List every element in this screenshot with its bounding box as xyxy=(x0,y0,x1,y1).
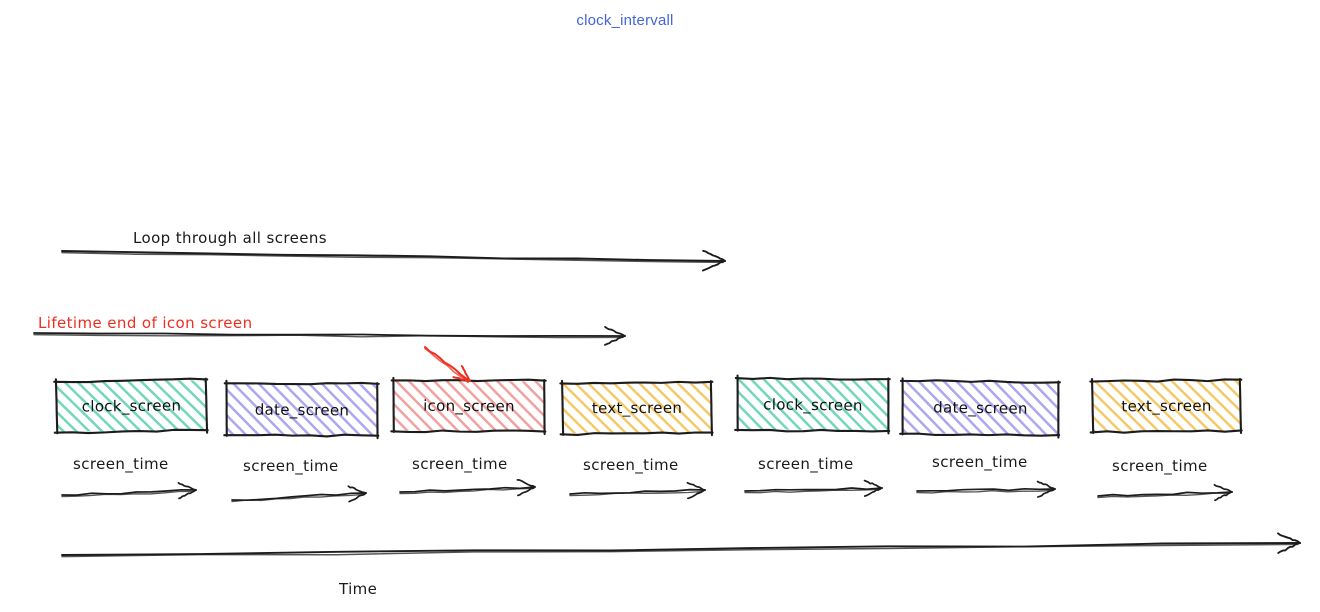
screen-box-edge-bottom xyxy=(223,433,380,438)
screen-box-label: clock_screen xyxy=(81,396,182,416)
screen-box-edge-bottom xyxy=(899,432,1061,437)
screen-time-label-6: screen_time xyxy=(1112,457,1208,475)
time-axis-arrow xyxy=(61,532,1301,558)
screen-box-edge-top xyxy=(559,380,714,385)
screen-box-label: text_screen xyxy=(1121,396,1212,416)
screen-box-edge-left xyxy=(392,376,395,434)
screen-box-edge-top xyxy=(899,379,1061,384)
loop-arrow xyxy=(61,249,726,272)
screen-box-date_screen-1[interactable] xyxy=(223,379,380,440)
screen-time-arrow-1 xyxy=(231,485,367,503)
screen-box-edge-right xyxy=(543,378,546,436)
time-axis-label: Time xyxy=(339,580,378,598)
screen-time-label-2: screen_time xyxy=(412,455,508,473)
screen-box-edge-bottom xyxy=(559,431,714,436)
screen-time-arrow-4 xyxy=(744,479,883,497)
screen-box-fill xyxy=(226,383,378,436)
screen-box-label-wrap-0: clock_screen xyxy=(57,380,207,432)
screen-box-fill xyxy=(562,382,712,434)
screen-box-edge-left xyxy=(901,377,904,436)
screen-box-edge-left xyxy=(736,374,739,432)
screen-box-edge-left xyxy=(225,379,228,437)
screen-time-arrow-2 xyxy=(399,479,536,497)
screen-time-label-3: screen_time xyxy=(583,456,679,474)
screen-box-label-wrap-3: text_screen xyxy=(563,383,711,434)
icon-screen-pointer-arrow xyxy=(424,346,471,384)
screen-box-edge-top xyxy=(734,376,891,381)
screen-box-fill xyxy=(1092,380,1241,432)
screen-time-arrow-3 xyxy=(569,481,706,500)
screen-box-edge-left xyxy=(561,379,565,436)
screen-box-fill xyxy=(56,380,207,432)
screen-time-arrow-0 xyxy=(61,482,197,500)
screen-box-icon_screen-2[interactable] xyxy=(390,376,547,436)
screen-time-arrow-5 xyxy=(916,480,1056,498)
screen-box-text_screen-6[interactable] xyxy=(1089,377,1243,435)
screen-box-fill xyxy=(902,380,1059,436)
screen-box-edge-right xyxy=(376,382,379,440)
screen-box-text_screen-3[interactable] xyxy=(559,379,714,437)
screen-box-label: date_screen xyxy=(254,400,350,419)
screen-box-date_screen-5[interactable] xyxy=(899,377,1061,439)
screen-box-edge-right xyxy=(887,377,890,435)
screen-box-label: text_screen xyxy=(591,398,683,418)
screen-box-label-wrap-1: date_screen xyxy=(227,383,377,435)
screen-box-label-wrap-2: icon_screen xyxy=(394,380,544,431)
screen-box-edge-top xyxy=(53,377,209,384)
screen-box-edge-left xyxy=(54,378,59,435)
screen-box-edge-top xyxy=(223,381,380,386)
screen-box-edge-right xyxy=(204,377,209,434)
screen-time-label-4: screen_time xyxy=(758,455,854,473)
lifetime-label: Lifetime end of icon screen xyxy=(38,314,253,332)
screen-box-edge-right xyxy=(1057,380,1060,439)
screen-box-fill xyxy=(393,380,545,432)
screen-box-label: icon_screen xyxy=(423,396,515,416)
screen-box-label-wrap-6: text_screen xyxy=(1093,380,1240,431)
screen-box-edge-bottom xyxy=(390,429,547,434)
screen-box-edge-left xyxy=(1090,377,1095,435)
lifetime-arrow xyxy=(33,326,626,346)
screen-time-label-0: screen_time xyxy=(73,455,169,473)
screen-box-edge-right xyxy=(1238,377,1243,435)
screen-box-clock_screen-0[interactable] xyxy=(53,377,209,435)
loop-label: Loop through all screens xyxy=(133,229,328,247)
screen-box-label: date_screen xyxy=(933,398,1028,418)
screen-time-label-5: screen_time xyxy=(932,453,1028,471)
screen-box-label: clock_screen xyxy=(763,394,863,415)
screen-box-clock_screen-4[interactable] xyxy=(734,374,891,435)
screen-box-edge-bottom xyxy=(53,428,209,435)
screen-box-edge-bottom xyxy=(1089,429,1243,434)
screen-box-edge-right xyxy=(709,380,713,437)
screen-time-label-1: screen_time xyxy=(243,457,339,475)
screen-box-edge-top xyxy=(1089,378,1243,383)
screen-box-fill xyxy=(737,378,889,431)
screen-box-edge-bottom xyxy=(734,428,891,433)
screen-box-label-wrap-5: date_screen xyxy=(903,381,1059,435)
screen-box-label-wrap-4: clock_screen xyxy=(738,378,889,431)
screen-time-arrow-6 xyxy=(1097,483,1233,502)
page-title: clock_intervall xyxy=(576,12,674,29)
